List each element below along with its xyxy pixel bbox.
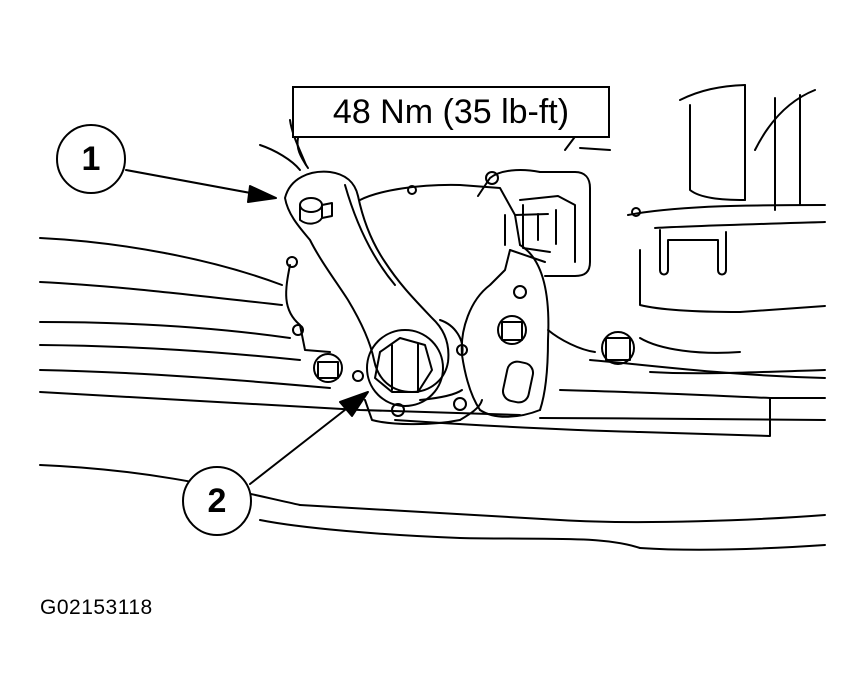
- housing-bolts: [313, 315, 635, 383]
- wiring: [259, 119, 309, 171]
- lever-nut: [366, 329, 444, 407]
- torque-spec-label: 48 Nm (35 lb-ft): [292, 86, 610, 138]
- arrowhead-1: [247, 185, 277, 203]
- transmission-case-lines: [39, 237, 826, 551]
- leader-line-1: [125, 169, 257, 195]
- manual-lever: [284, 170, 450, 393]
- leader-line-2: [249, 405, 351, 485]
- figure-code: G02153118: [40, 596, 153, 619]
- arrowhead-2: [339, 391, 369, 417]
- range-sensor-housing: [285, 169, 596, 426]
- mounting-holes: [286, 171, 641, 417]
- leader-arrows: [125, 169, 369, 485]
- housing-slot: [501, 360, 535, 404]
- callout-2: 2: [182, 466, 252, 536]
- callout-1: 1: [56, 124, 126, 194]
